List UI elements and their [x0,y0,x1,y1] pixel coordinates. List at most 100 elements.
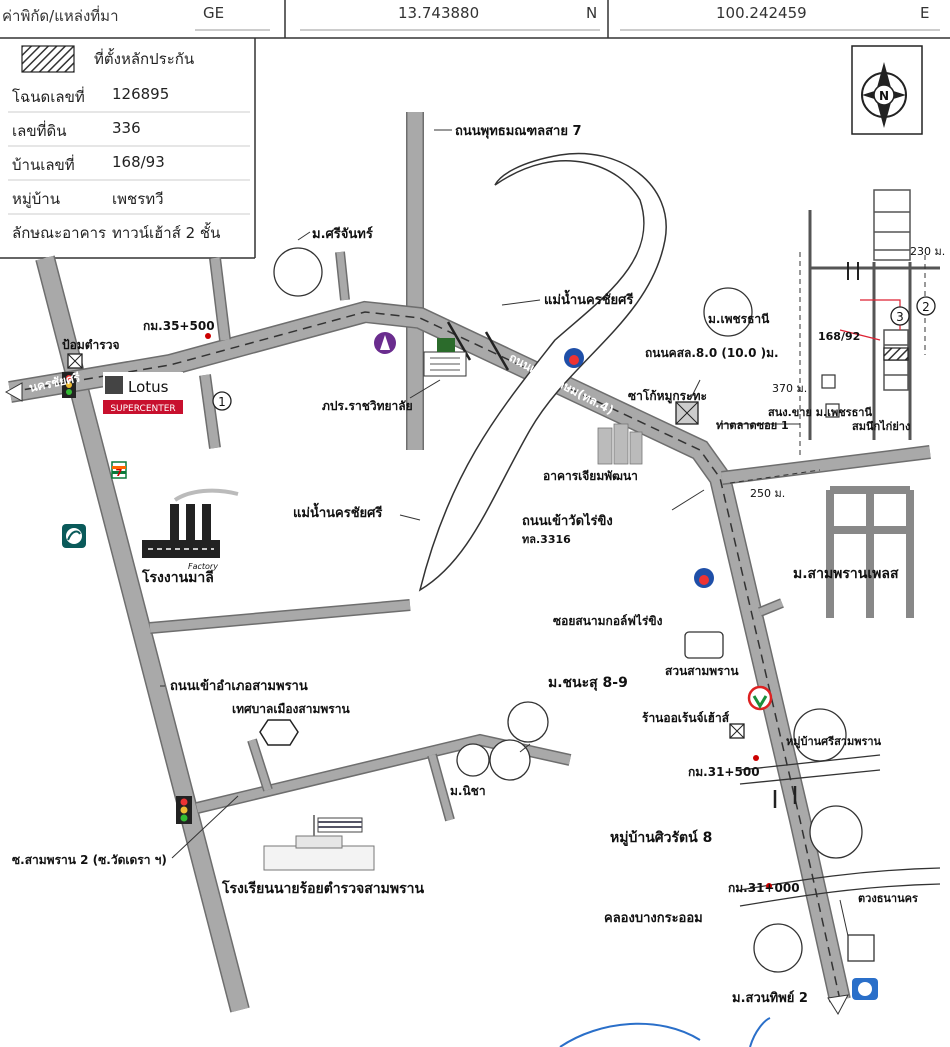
info-key: หมู่บ้าน [12,190,60,208]
info-key: เลขที่ดิน [12,122,67,140]
source-value: GE [203,4,225,22]
km-marker-icon [205,333,772,889]
label-sampran2: ซ.สามพราน 2 (ซ.วัดเดรา ฯ) [12,853,167,867]
seven-eleven-icon: 7 [111,461,127,479]
info-key: ลักษณะอาคาร [12,224,107,242]
label-dist-370: 370 ม. [772,382,807,395]
store-icon [729,723,745,739]
label-golf: ซอยสนามกอล์ฟไร่ขิง [553,613,663,628]
marker-1-label: 1 [218,395,226,409]
label-route-3316: ทล.3316 [522,533,571,546]
label-house-no: 168/92 [818,330,860,343]
label-samyaek2: สมนึกไก่ย่าง [852,419,910,433]
bank-building [847,934,875,962]
marker-2-label: 2 [922,300,930,314]
factory-icon: Factory [142,488,239,571]
arrow-west-icon [4,382,23,402]
svg-text:7: 7 [116,468,123,479]
canal-bang-kra-om [739,883,941,907]
legend-label: ที่ตั้งหลักประกัน [94,50,195,68]
label-police: ป้อมตำรวจ [62,338,119,352]
label-phutthamonthon: ถนนพุทธมณฑลสาย 7 [455,124,582,139]
label-school: โรงเรียนนายร้อยตำรวจสามพราน [221,879,425,897]
school-icon [263,815,375,871]
label-km31-500: กม.31+500 [688,765,760,779]
marker-2 [916,296,936,316]
label-nicha: ม.นิชา [450,784,486,798]
road-wat-rai-khing [721,446,931,484]
label-km31-000: กม.31+000 [728,881,800,895]
longitude-dir: E [920,4,930,22]
route-red-3 [839,329,881,341]
header-frame [0,0,950,39]
compass-icon: N [851,45,923,135]
label-factory: โรงงานมาลี [141,568,214,586]
label-building: อาคารเจียมพัฒนา [543,469,638,483]
info-box [0,38,256,259]
traffic-light-icon [176,796,192,824]
label-thetsaban: เทศบาลเมืองสามพราน [232,702,350,716]
label-dist-230: 230 ม. [910,245,945,258]
hexagon-icon [259,719,299,746]
collateral-location [883,347,909,361]
village-sichan-circle [273,247,323,297]
factory-word: Factory [188,562,218,571]
label-amphoe: ถนนเข้าอำเภอสามพราน [170,678,308,694]
label-sako: ซาโก้หมูกระทะ [628,388,707,404]
marker-3 [890,306,910,326]
bank-icon [62,524,86,548]
label-sichan: ม.ศรีจันทร์ [312,226,373,242]
suan-sampran-box [684,631,724,659]
latitude-dir: N [586,4,598,22]
arrow-south-icon [827,994,849,1016]
label-store: ร้านออเร้นจ์เฮ้าส์ [642,711,730,725]
compass-letter: N [879,89,889,103]
label-sampran-place: ม.สามพรานเพลส [793,566,899,582]
lotus-brand: Lotus [128,378,169,396]
longitude-value: 100.242459 [716,4,807,22]
source-label: ค่าพิกัด/แหล่งที่มา [2,7,119,25]
label-sriprasit: หมู่บ้านศรีสามพราน [786,735,882,749]
village-suanthip-circle [753,923,803,973]
label-km35: กม.35+500 [143,319,215,333]
info-value: ทาวน์เฮ้าส์ 2 ชั้น [112,224,221,242]
label-chana: ม.ชนะสุ 8-9 [548,675,628,691]
village-siwarat-circle [809,805,863,859]
label-siwarat: หมู่บ้านศิวรัตน์ 8 [610,829,712,846]
stamp-arc [559,1022,701,1047]
traffic-light-icon [62,372,76,398]
rajabhat-icon [423,338,467,377]
info-value: 126895 [112,85,170,103]
info-value: 336 [112,119,141,137]
label-suanthip: ม.สวนทิพย์ 2 [732,990,808,1006]
label-bank-branch: ตวงธนานคร [858,892,918,905]
building-icon [597,423,643,465]
label-rajabhat: ภปร.ราชวิทยาลัย [322,399,413,413]
marker-3-label: 3 [896,310,904,324]
label-wat-rai-khing: ถนนเข้าวัดไร่ขิง [522,512,613,529]
label-phetthani: ม.เพชรธานี [708,312,770,326]
label-road-width: ถนนคสล.8.0 (10.0 )ม. [645,346,779,360]
village-phetthani-circle [703,287,753,337]
gas-station-icon [564,348,584,368]
info-value: 168/93 [112,153,165,171]
distance-250-line [729,469,821,484]
label-market: ท่าตลาดซอย 1 [716,419,789,432]
label-river-top: แม่น้ำนครชัยศรี [544,289,633,308]
info-value: เพชรทวี [112,190,164,208]
road-sampran [195,735,571,813]
police-box-icon [67,353,83,369]
village-nicha-circle [456,743,490,777]
info-key: บ้านเลขที่ [12,156,75,174]
label-dist-250: 250 ม. [750,487,785,500]
village-chana-circle [507,701,549,743]
collateral-legend-swatch [21,45,75,73]
gas-station-icon [694,568,714,588]
info-key: โฉนดเลขที่ [12,88,85,106]
sako-icon [675,401,699,425]
lotus-logo: Lotus SUPERCENTER [103,372,183,420]
kbank-icon [747,685,773,711]
bank-icon [852,978,878,1000]
leader-lines [160,129,849,937]
